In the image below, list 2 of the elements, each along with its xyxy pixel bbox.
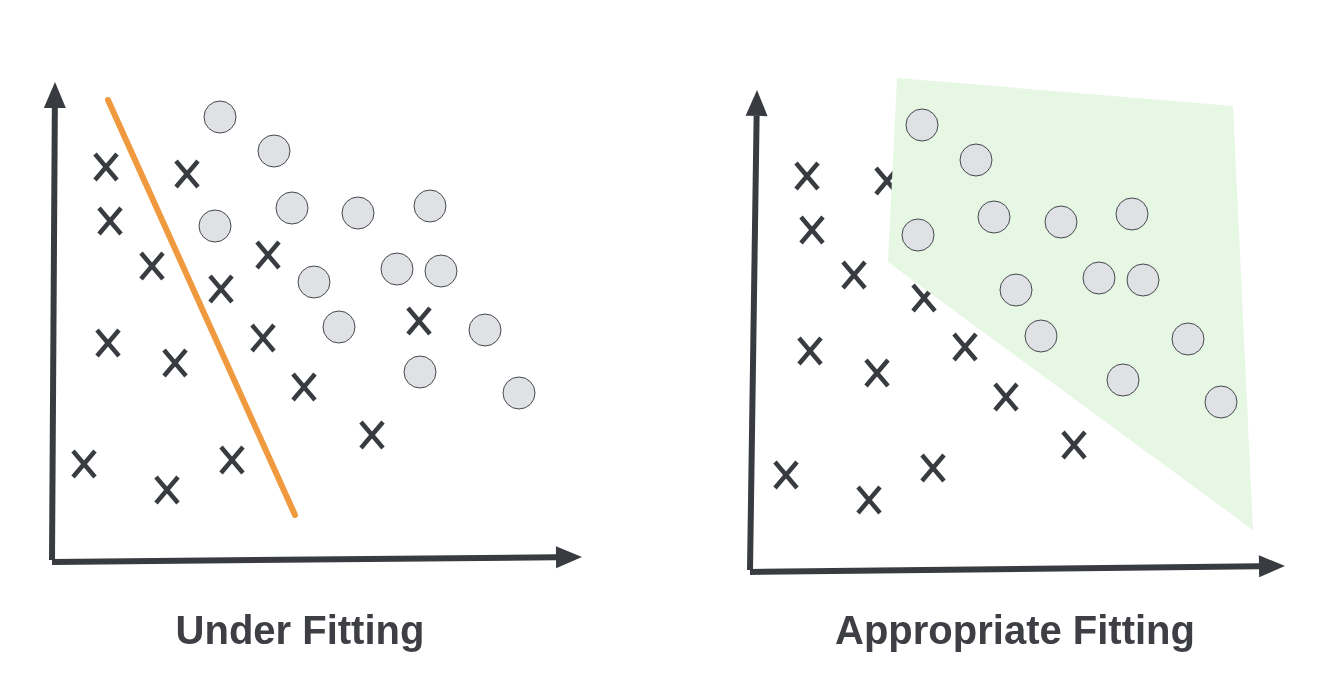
plot-caption: Under Fitting	[175, 608, 425, 652]
plot-caption: Appropriate Fitting	[835, 608, 1195, 652]
